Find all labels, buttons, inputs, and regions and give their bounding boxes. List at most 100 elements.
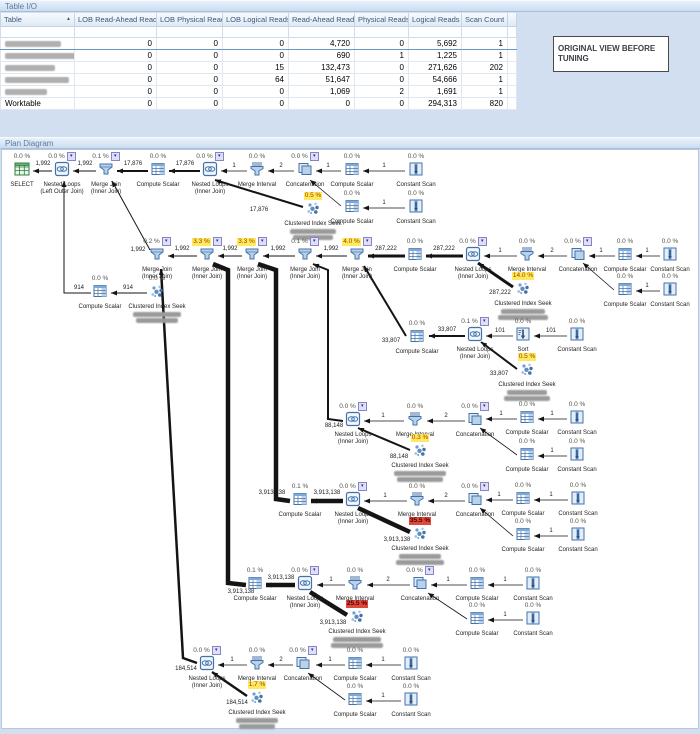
filter-cell[interactable] bbox=[74, 26, 157, 38]
plan-node-loops[interactable]: 0.0 %Nested Loops(Inner Join) bbox=[180, 152, 240, 195]
plan-node-loops[interactable]: 0.0 %Nested Loops(Inner Join) bbox=[443, 237, 503, 280]
plan-node-seek[interactable]: 1.7 %Clustered Index Seek bbox=[227, 680, 287, 729]
expand-chevron-icon[interactable] bbox=[424, 566, 434, 575]
plan-node-sort[interactable]: 0.0 %Sort bbox=[493, 317, 553, 354]
plan-node-mergejoin[interactable]: 3.3 %Merge Join(Inner Join) bbox=[222, 237, 282, 280]
filter-cell[interactable] bbox=[222, 26, 289, 38]
filter-cell[interactable] bbox=[0, 26, 75, 38]
filter-cell[interactable] bbox=[507, 26, 517, 38]
column-header-logical-reads[interactable]: Logical Reads bbox=[408, 13, 462, 27]
plan-node-compute[interactable]: 0.0 %Compute Scalar bbox=[385, 237, 445, 274]
plan-node-seek[interactable]: 14.0 %Clustered Index Seek bbox=[493, 271, 553, 320]
plan-node-constscan[interactable]: 0.0 %Constant Scan bbox=[503, 601, 563, 638]
column-header-lob-physical-reads[interactable]: LOB Physical Reads bbox=[156, 13, 223, 27]
column-header-scan-count[interactable]: Scan Count bbox=[461, 13, 508, 27]
plan-node-loops[interactable]: 0.0 %Nested Loops(Inner Join) bbox=[275, 566, 335, 609]
plan-node-seek[interactable]: 0.3 %Clustered Index Seek bbox=[390, 433, 450, 482]
plan-node-interval[interactable]: 0.0 %Merge Interval bbox=[497, 237, 557, 274]
plan-node-constscan[interactable]: 0.0 %Constant Scan bbox=[381, 682, 441, 719]
plan-node-mergejoin[interactable]: 0.2 %Merge Join(Inner Join) bbox=[127, 237, 187, 280]
plan-node-seek[interactable]: 35.5 %Clustered Index Seek bbox=[390, 516, 450, 565]
expand-chevron-icon[interactable] bbox=[66, 152, 76, 161]
plan-node-compute[interactable]: 0.0 %Compute Scalar bbox=[447, 601, 507, 638]
plan-node-constscan[interactable]: 0.0 %Constant Scan bbox=[386, 189, 446, 226]
plan-node-compute[interactable]: 0.1 %Compute Scalar bbox=[225, 566, 285, 603]
plan-node-constscan[interactable]: 0.0 %Constant Scan bbox=[548, 517, 608, 554]
column-header-physical-reads[interactable]: Physical Reads bbox=[354, 13, 409, 27]
expand-chevron-icon[interactable] bbox=[479, 317, 489, 326]
plan-node-constscan[interactable]: 0.0 %Constant Scan bbox=[386, 152, 446, 189]
expand-chevron-icon[interactable] bbox=[479, 482, 489, 491]
expand-chevron-icon[interactable] bbox=[214, 152, 224, 161]
plan-node-concat[interactable]: 0.0 %Concatenation bbox=[390, 566, 450, 603]
filter-cell[interactable] bbox=[354, 26, 409, 38]
plan-node-interval[interactable]: 0.0 %Merge Interval bbox=[325, 566, 385, 603]
column-header-lob-logical-reads[interactable]: LOB Logical Reads bbox=[222, 13, 289, 27]
plan-node-compute[interactable]: 0.0 %Compute Scalar bbox=[387, 319, 447, 356]
plan-node-loops[interactable]: 0.0 %Nested Loops(Inner Join) bbox=[323, 402, 383, 445]
filter-cell[interactable] bbox=[408, 26, 462, 38]
filter-cell[interactable] bbox=[288, 26, 355, 38]
plan-node-seek[interactable]: 0.0 %Clustered Index Seek bbox=[127, 274, 187, 323]
plan-node-constscan[interactable]: 0.0 %Constant Scan bbox=[503, 566, 563, 603]
expand-chevron-icon[interactable] bbox=[582, 237, 592, 246]
plan-node-compute[interactable]: 0.0 %Compute Scalar bbox=[322, 189, 382, 226]
column-header-empty[interactable] bbox=[507, 13, 517, 27]
plan-node-concat[interactable]: 0.0 %Concatenation bbox=[548, 237, 608, 274]
plan-node-compute[interactable]: 0.0 %Compute Scalar bbox=[325, 646, 385, 683]
expand-chevron-icon[interactable] bbox=[257, 237, 267, 246]
plan-node-select[interactable]: 0.0 %SELECT bbox=[0, 152, 52, 189]
plan-node-mergejoin[interactable]: 0.1 %Merge Join(Inner Join) bbox=[275, 237, 335, 280]
plan-node-interval[interactable]: 0.0 %Merge Interval bbox=[387, 482, 447, 519]
expand-chevron-icon[interactable] bbox=[357, 402, 367, 411]
expand-chevron-icon[interactable] bbox=[479, 402, 489, 411]
expand-chevron-icon[interactable] bbox=[309, 237, 319, 246]
plan-node-mergejoin[interactable]: 3.3 %Merge Join(Inner Join) bbox=[177, 237, 237, 280]
expand-chevron-icon[interactable] bbox=[110, 152, 120, 161]
expand-chevron-icon[interactable] bbox=[477, 237, 487, 246]
plan-node-loops[interactable]: 0.0 %Nested Loops(Inner Join) bbox=[323, 482, 383, 525]
column-header-table[interactable]: Table▲ bbox=[0, 13, 75, 27]
plan-node-mergejoin[interactable]: 0.1 %Merge Join(Inner Join) bbox=[76, 152, 136, 195]
plan-node-compute[interactable]: 0.0 %Compute Scalar bbox=[322, 152, 382, 189]
plan-node-seek[interactable]: 0.5 %Clustered Index Seek bbox=[283, 191, 343, 240]
expand-chevron-icon[interactable] bbox=[307, 646, 317, 655]
expand-chevron-icon[interactable] bbox=[309, 152, 319, 161]
plan-node-concat[interactable]: 0.0 %Concatenation bbox=[275, 152, 335, 189]
plan-node-compute[interactable]: 0.0 %Compute Scalar bbox=[128, 152, 188, 189]
plan-node-compute[interactable]: 0.0 %Compute Scalar bbox=[497, 437, 557, 474]
expand-chevron-icon[interactable] bbox=[211, 646, 221, 655]
plan-node-compute[interactable]: 0.0 %Compute Scalar bbox=[325, 682, 385, 719]
filter-cell[interactable] bbox=[156, 26, 223, 38]
plan-node-loops[interactable]: 0.0 %Nested Loops(Inner Join) bbox=[177, 646, 237, 689]
plan-node-concat[interactable]: 0.0 %Concatenation bbox=[445, 402, 505, 439]
filter-cell[interactable] bbox=[461, 26, 508, 38]
plan-node-constscan[interactable]: 0.0 %Constant Scan bbox=[548, 481, 608, 518]
plan-node-concat[interactable]: 0.0 %Concatenation bbox=[273, 646, 333, 683]
plan-node-compute[interactable]: 0.0 %Compute Scalar bbox=[493, 517, 553, 554]
plan-node-constscan[interactable]: 0.0 %Constant Scan bbox=[640, 237, 700, 274]
expand-chevron-icon[interactable] bbox=[362, 237, 372, 246]
expand-chevron-icon[interactable] bbox=[357, 482, 367, 491]
plan-node-compute[interactable]: 0.1 %Compute Scalar bbox=[270, 482, 330, 519]
plan-node-compute[interactable]: 0.0 %Compute Scalar bbox=[595, 272, 655, 309]
plan-node-compute[interactable]: 0.0 %Compute Scalar bbox=[493, 481, 553, 518]
plan-node-compute[interactable]: 0.0 %Compute Scalar bbox=[595, 237, 655, 274]
plan-node-constscan[interactable]: 0.0 %Constant Scan bbox=[547, 317, 607, 354]
plan-node-compute[interactable]: 0.0 %Compute Scalar bbox=[497, 400, 557, 437]
expand-chevron-icon[interactable] bbox=[161, 237, 171, 246]
plan-node-compute[interactable]: 0.0 %Compute Scalar bbox=[447, 566, 507, 603]
expand-chevron-icon[interactable] bbox=[212, 237, 222, 246]
plan-node-seek[interactable]: 0.5 %Clustered Index Seek bbox=[497, 352, 557, 401]
plan-node-compute[interactable]: 0.0 %Compute Scalar bbox=[70, 274, 130, 311]
plan-node-constscan[interactable]: 0.0 %Constant Scan bbox=[640, 272, 700, 309]
plan-node-mergejoin[interactable]: 4.0 %Merge Join(Inner Join) bbox=[327, 237, 387, 280]
column-header-lob-read-ahead-reads[interactable]: LOB Read-Ahead Reads bbox=[74, 13, 157, 27]
plan-node-concat[interactable]: 0.0 %Concatenation bbox=[445, 482, 505, 519]
